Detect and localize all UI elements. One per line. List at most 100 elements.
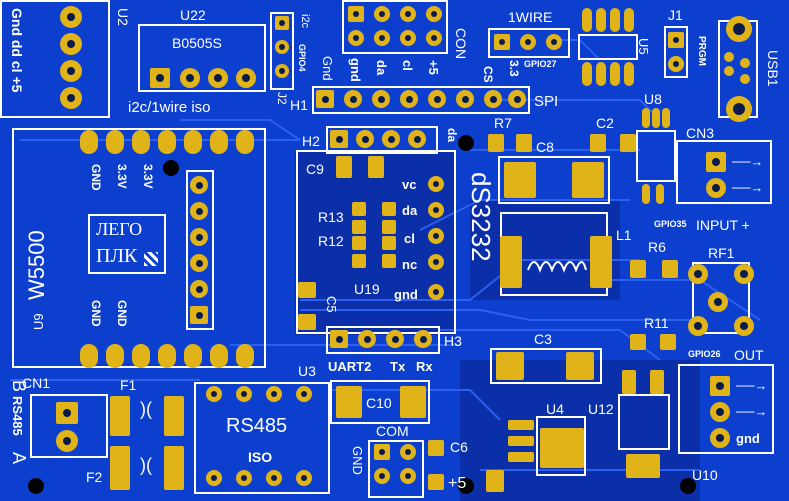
c2-pad <box>620 134 636 152</box>
j2-outline <box>270 12 294 90</box>
com-outline <box>368 440 424 498</box>
w5500-gnd-top-label: GND <box>89 164 103 191</box>
out-connector-outline <box>678 364 774 454</box>
con-da-label: da <box>374 60 389 76</box>
l1-coil-symbol <box>527 261 587 273</box>
r7-pad <box>488 134 504 152</box>
onewire-pad <box>520 34 536 50</box>
input-plus-label: INPUT + <box>696 217 750 233</box>
r13-ref: R13 <box>318 209 344 225</box>
w5500-pad <box>210 344 228 368</box>
h2-da-label: da <box>445 128 459 143</box>
u22-pad <box>180 68 200 88</box>
c8-pad <box>504 162 536 198</box>
i2c-label: i2c <box>299 14 311 29</box>
usb1-shield-pad <box>726 16 752 42</box>
rtc-nc-label: nc <box>402 257 418 272</box>
rtc-pad <box>382 236 396 250</box>
u9-ref: U9 <box>31 313 46 330</box>
prgm-label: PRGM <box>696 36 707 66</box>
cn1-outline <box>30 394 108 458</box>
r6-pad <box>630 260 646 278</box>
c3-pad <box>566 352 594 380</box>
w5500-pad <box>210 130 228 154</box>
rf1-pad <box>708 292 728 312</box>
h3-pad <box>386 330 404 348</box>
w5500-gnd-bottom-label: GND <box>115 300 129 327</box>
j1-ref: J1 <box>668 7 683 23</box>
a-side-label: A <box>9 452 29 465</box>
w5500-pad <box>106 344 124 368</box>
con-pad <box>426 6 442 22</box>
gpio35-label: GPIO35 <box>654 219 687 229</box>
w5500-header-pad <box>190 280 208 298</box>
iso-label: ISO <box>248 449 273 465</box>
u2-pad <box>60 87 82 109</box>
lego-plk-logo: ЛЕГО ПЛК <box>88 214 166 274</box>
u22-pad <box>208 68 228 88</box>
r13-pad <box>352 202 366 216</box>
cn1-pad <box>56 402 78 424</box>
w5500-header-pad <box>190 176 208 194</box>
rtc-pad <box>382 202 396 216</box>
u3-pad <box>236 470 252 486</box>
u3-pad <box>236 386 252 402</box>
usb1-ref: USB1 <box>765 50 781 87</box>
r7-pad <box>516 134 532 152</box>
u2-pad <box>60 60 82 82</box>
c5-pad <box>298 314 316 330</box>
f2-symbol: )( <box>140 455 152 475</box>
l1-ref: L1 <box>616 227 632 243</box>
u12-pad <box>650 370 664 394</box>
com-pad <box>374 444 390 460</box>
u22-pad <box>150 68 170 88</box>
h1-pad <box>508 90 526 108</box>
h1-pad <box>484 90 502 108</box>
onewire-pad <box>546 34 562 50</box>
f2-pad <box>164 446 184 490</box>
w5500-header-pad <box>190 306 208 324</box>
u3-ref: U3 <box>298 363 316 379</box>
c10-pad <box>400 386 426 418</box>
w5500-33v-label: 3.3V <box>115 164 129 189</box>
c2-ref: C2 <box>596 115 614 131</box>
u22-outline <box>138 24 266 92</box>
u12-ref: U12 <box>588 401 614 417</box>
h1-pad <box>372 90 390 108</box>
w5500-pad <box>236 344 254 368</box>
w5500-pad <box>236 130 254 154</box>
j1-pad <box>668 32 684 48</box>
con-pad <box>426 30 442 46</box>
l1-pad <box>590 236 612 288</box>
cn3-arrow: ──→ <box>732 154 764 169</box>
cn1-pad <box>56 430 78 452</box>
gpio26-label: GPIO26 <box>688 349 721 359</box>
h1-ref: H1 <box>290 97 308 113</box>
c6-pad <box>428 474 444 490</box>
r12-pad <box>352 254 366 268</box>
con-ref: CON <box>453 28 469 60</box>
usb1-pad <box>740 58 750 68</box>
com-pad <box>400 444 416 460</box>
con-gnd-label: gnd <box>348 58 363 82</box>
gpio27-label: GPIO27 <box>524 59 557 69</box>
u8-pad <box>642 108 650 128</box>
onewire-label: 1WIRE <box>508 9 553 25</box>
trace <box>419 199 630 231</box>
con-plus5-label: +5 <box>426 60 441 75</box>
cn3-arrow: ──→ <box>732 180 764 195</box>
h3-pad <box>358 330 376 348</box>
u8-outline <box>636 130 676 182</box>
rtc-pad <box>382 254 396 268</box>
usb1-pad <box>724 66 734 76</box>
rtc-header-pad <box>428 176 444 192</box>
out-pad <box>710 376 730 396</box>
onewire-outline <box>488 28 570 58</box>
cn3-outline <box>676 140 772 204</box>
w5500-header-pad <box>190 202 208 220</box>
rtc-header-pad <box>428 228 444 244</box>
c8-outline <box>498 156 610 204</box>
b0505s-label: B0505S <box>172 35 222 51</box>
gpio4-label: GPIO4 <box>297 44 307 72</box>
u8-ref: U8 <box>644 91 662 107</box>
